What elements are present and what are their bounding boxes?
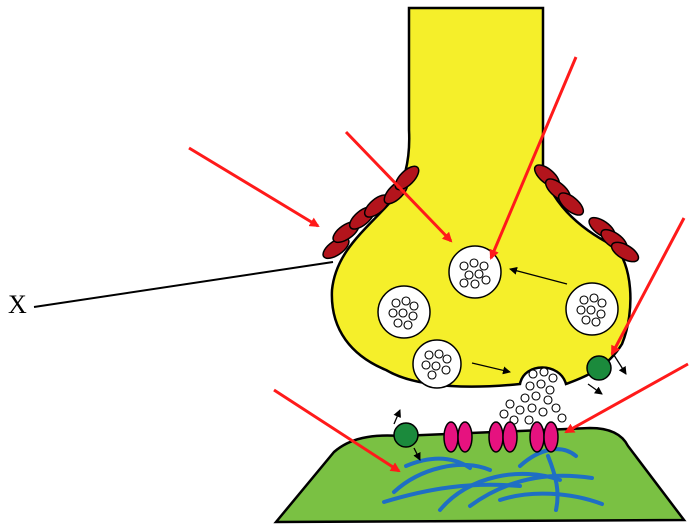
receptor xyxy=(458,422,472,452)
receptor xyxy=(530,422,544,452)
postsynaptic-transporter xyxy=(394,423,418,447)
synaptic-vesicle xyxy=(378,286,430,338)
postsynaptic-receptors xyxy=(444,422,558,452)
postsynaptic-cell xyxy=(276,428,684,522)
synaptic-vesicle xyxy=(566,283,618,335)
label-x: X xyxy=(8,290,27,319)
receptor xyxy=(489,422,503,452)
x-leader-line xyxy=(34,262,333,307)
synaptic-vesicle xyxy=(413,340,461,388)
receptor xyxy=(503,422,517,452)
red-pointer-arrow xyxy=(189,148,318,226)
receptor xyxy=(444,422,458,452)
receptor xyxy=(544,422,558,452)
presynaptic-transporter xyxy=(587,356,611,380)
